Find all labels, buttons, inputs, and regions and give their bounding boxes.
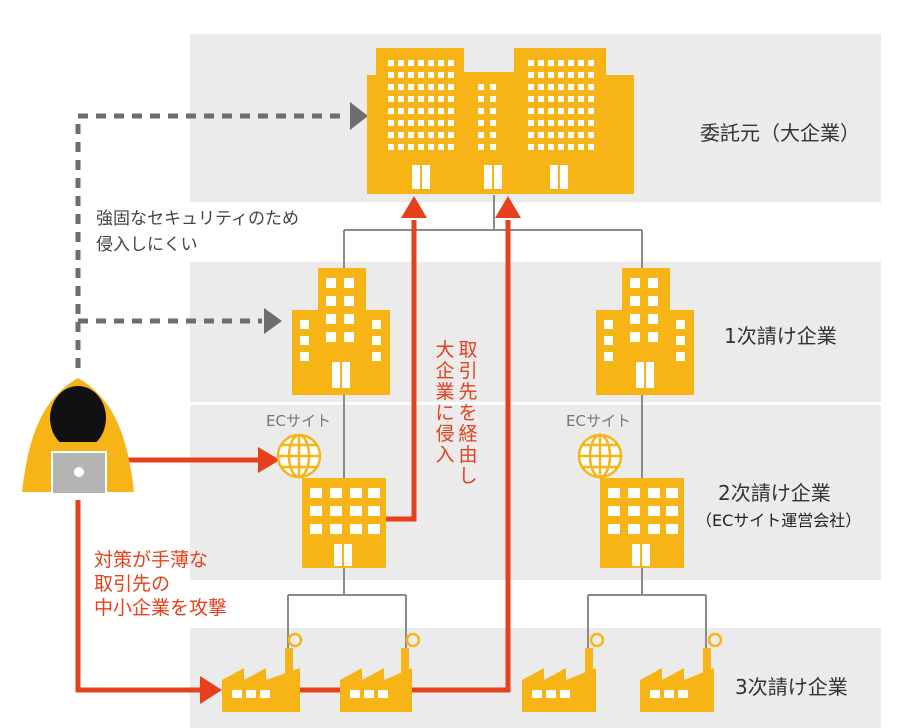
vertical-text-col-2: 大企業に侵入 <box>435 339 455 466</box>
factory-icon <box>340 632 421 712</box>
attack-arrowhead-factory <box>200 676 222 704</box>
attack-note-line-2: 取引先の <box>94 573 171 595</box>
attack-arrowhead-client-left <box>401 196 427 218</box>
tier1-building-left <box>292 268 390 395</box>
attack-arrowhead-client-right <box>495 196 521 218</box>
secure-note-line-1: 強固なセキュリティのため <box>96 209 299 229</box>
tier2-building-left <box>302 478 386 568</box>
laptop-icon <box>51 451 107 495</box>
attack-arrowhead-ec-left <box>258 447 280 473</box>
tier1-building-right <box>596 268 694 395</box>
factory-icon <box>522 632 605 712</box>
tier-label-client: 委託元（大企業） <box>700 121 860 145</box>
tier2-building-right <box>600 478 684 568</box>
tier-label-tier2: 2次請け企業 <box>718 481 831 505</box>
tier-label-tier2-sub: （ECサイト運営会社） <box>696 511 862 530</box>
org-tree-lines <box>287 195 707 650</box>
factory-icon <box>640 632 723 712</box>
blocked-arrowhead-tier1 <box>264 308 282 334</box>
ec-site-label-left: ECサイト <box>266 412 331 430</box>
blocked-arrowhead-client <box>350 102 368 130</box>
factory-icon <box>222 632 303 712</box>
attack-note-line-3: 中小企業を攻撃 <box>94 597 228 619</box>
secure-note-line-2: 侵入しにくい <box>96 235 198 255</box>
tier-label-tier3: 3次請け企業 <box>735 675 848 699</box>
attack-arrows <box>75 220 511 693</box>
office-building-icon <box>367 48 634 194</box>
vertical-text-col-1: 取引先を経由し <box>458 339 478 487</box>
tier-label-tier1: 1次請け企業 <box>724 324 837 348</box>
blocked-attack-arrows <box>75 113 345 368</box>
secure-note: 強固なセキュリティのため 侵入しにくい <box>96 206 299 258</box>
globe-icon <box>577 433 623 479</box>
ec-site-label-right: ECサイト <box>566 412 631 430</box>
globe-icon <box>276 433 322 479</box>
attack-note-line-1: 対策が手薄な <box>94 549 209 571</box>
attack-note: 対策が手薄な 取引先の 中小企業を攻撃 <box>94 548 227 620</box>
